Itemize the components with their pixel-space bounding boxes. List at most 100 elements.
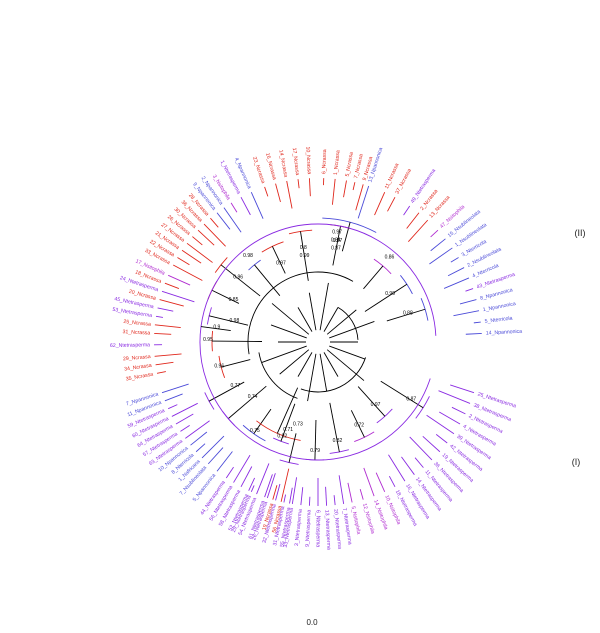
cluster-stem	[220, 264, 261, 297]
tip-branch	[465, 332, 482, 335]
tip-branch	[172, 264, 203, 281]
cluster-arc	[256, 420, 301, 441]
tip-branch	[250, 191, 264, 219]
tip-branch	[406, 212, 420, 229]
backbone-branch	[323, 307, 339, 332]
tip-branch	[450, 384, 475, 394]
tip-branch	[225, 466, 234, 479]
backbone-arc	[247, 271, 354, 355]
tip-branch	[407, 219, 429, 242]
support-value: 0.98	[243, 253, 253, 259]
tip-branch	[465, 288, 474, 292]
tip-branch	[388, 454, 406, 482]
tip-branch	[240, 466, 253, 488]
clade-label-ii: (II)	[575, 228, 586, 238]
cluster-arc	[376, 408, 393, 424]
tip-branch	[359, 488, 364, 500]
backbone-branch	[308, 292, 317, 331]
tip-branch	[401, 456, 415, 475]
tip-branch	[355, 184, 364, 211]
cluster-stem	[314, 419, 317, 460]
tip-branch	[272, 485, 278, 500]
tip-branch	[177, 257, 190, 266]
cluster-stem	[208, 315, 249, 326]
tip-branch	[375, 472, 386, 493]
tip-label: 62_Ntetrasperma	[110, 342, 150, 349]
tip-label: 7_Ntetrasperma	[341, 508, 353, 546]
tip-branch	[286, 180, 293, 209]
tip-branch	[210, 217, 219, 228]
tip-branch	[331, 178, 336, 205]
support-value: 0.85	[229, 297, 239, 303]
tip-branch	[357, 185, 370, 219]
backbone-branch	[326, 309, 357, 335]
backbone-branch	[271, 303, 310, 335]
cluster-stem	[332, 226, 341, 266]
tip-branch	[289, 487, 293, 504]
tip-branch	[333, 495, 336, 506]
support-value: 0.97	[332, 230, 342, 236]
cluster-stem	[221, 359, 251, 368]
support-value: 0.8	[300, 245, 307, 251]
tip-label: 14_Ncrassa	[277, 149, 288, 177]
cluster-stem	[253, 408, 272, 435]
tip-label: 14_Nsitophila	[372, 499, 388, 531]
support-value: 0.88	[403, 311, 413, 317]
tip-branch	[280, 468, 290, 502]
tip-label: 1_Ncrassa	[333, 150, 342, 175]
support-value: 0.86	[385, 254, 395, 260]
tip-branch	[275, 483, 281, 501]
tip-branch	[275, 183, 281, 203]
cluster-stem	[329, 402, 340, 453]
cluster-stem	[254, 264, 281, 296]
support-value: 0.9	[213, 325, 220, 331]
tip-branch	[155, 315, 164, 318]
tip-branch	[201, 435, 225, 459]
tip-branch	[473, 321, 481, 324]
tip-branch	[308, 178, 311, 197]
cluster-arc	[420, 298, 429, 321]
tip-branch	[439, 411, 461, 425]
tip-branch	[167, 274, 191, 286]
tip-label: 1_Npannonica	[482, 301, 516, 313]
tip-label: 6_Ntetrasperma	[315, 510, 321, 547]
backbone-branch	[329, 321, 375, 339]
cluster-stem	[386, 308, 426, 322]
tip-branch	[453, 310, 480, 317]
backbone-arc	[337, 306, 359, 340]
tip-branch	[347, 482, 353, 503]
tip-branch	[207, 447, 224, 465]
tip-branch	[171, 402, 198, 417]
tip-branch	[426, 414, 455, 435]
backbone-branch	[319, 353, 328, 392]
cluster-arc	[211, 330, 214, 352]
tip-branch	[430, 229, 439, 238]
tip-label: 10_Ncrassa	[304, 146, 311, 174]
support-value: 0.97	[371, 402, 381, 408]
cluster-arc	[242, 424, 266, 442]
tip-label: 20_Ntetrasperma	[332, 509, 342, 550]
tip-branch	[435, 433, 448, 444]
cluster-stem	[280, 403, 296, 442]
support-value: 0.96	[233, 275, 243, 281]
cluster-stem	[200, 326, 231, 331]
tip-label: 23_Ncrassa	[251, 156, 266, 184]
tip-branch	[190, 431, 208, 446]
tip-branch	[451, 406, 466, 415]
tip-branch	[161, 290, 195, 303]
backbone-branch	[270, 324, 307, 339]
backbone-branch	[297, 307, 313, 332]
tip-label: 6_Ncrassa	[321, 149, 328, 174]
support-value: 0.74	[248, 394, 258, 400]
clade-label-i: (I)	[572, 457, 581, 467]
cluster-stem	[357, 386, 386, 417]
tree-branches	[154, 178, 482, 506]
support-value: 0.73	[293, 422, 303, 428]
support-value: 0.99	[385, 291, 395, 297]
cluster-stem	[350, 410, 365, 438]
tip-branch	[195, 443, 206, 453]
cluster-stem	[276, 387, 299, 434]
tip-branch	[240, 196, 251, 216]
tip-branch	[203, 223, 226, 247]
tip-branch	[343, 180, 347, 198]
